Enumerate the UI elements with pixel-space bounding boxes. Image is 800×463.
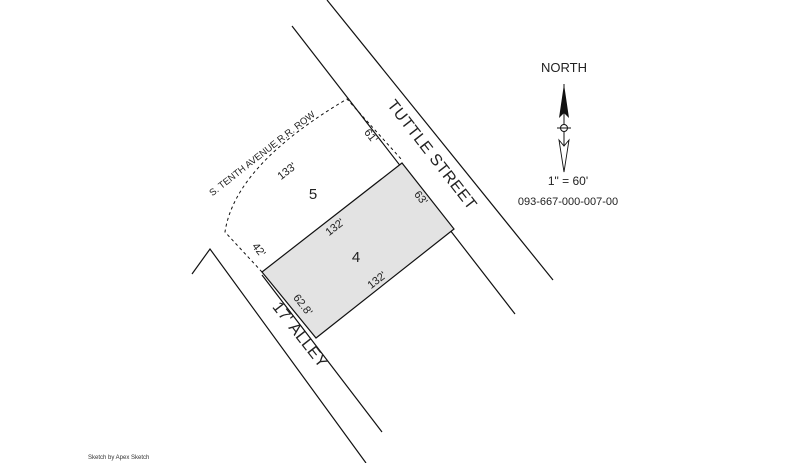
- lot-5-number: 5: [309, 186, 317, 203]
- rr-row-label: S. TENTH AVENUE R.R. ROW: [207, 109, 317, 198]
- north-label: NORTH: [541, 60, 587, 75]
- lot-4-parcel: [261, 162, 455, 339]
- lot-4-number: 4: [352, 249, 360, 266]
- lot-5-left-dimension: 42': [249, 241, 267, 260]
- lot-5-top-dimension: 133': [275, 161, 299, 183]
- alley-line-east: [261, 274, 383, 433]
- tuttle-street-line-east: [326, 0, 554, 281]
- scale-label: 1" = 60': [548, 174, 588, 188]
- north-arrow-icon: [557, 84, 571, 173]
- parcel-id: 093-667-000-007-00: [518, 196, 618, 208]
- lot-5-right-dimension: 61': [361, 127, 379, 146]
- lot-5-boundary: [224, 98, 403, 273]
- sketch-credit: Sketch by Apex Sketch: [88, 455, 150, 461]
- alley-line-west: [191, 247, 367, 463]
